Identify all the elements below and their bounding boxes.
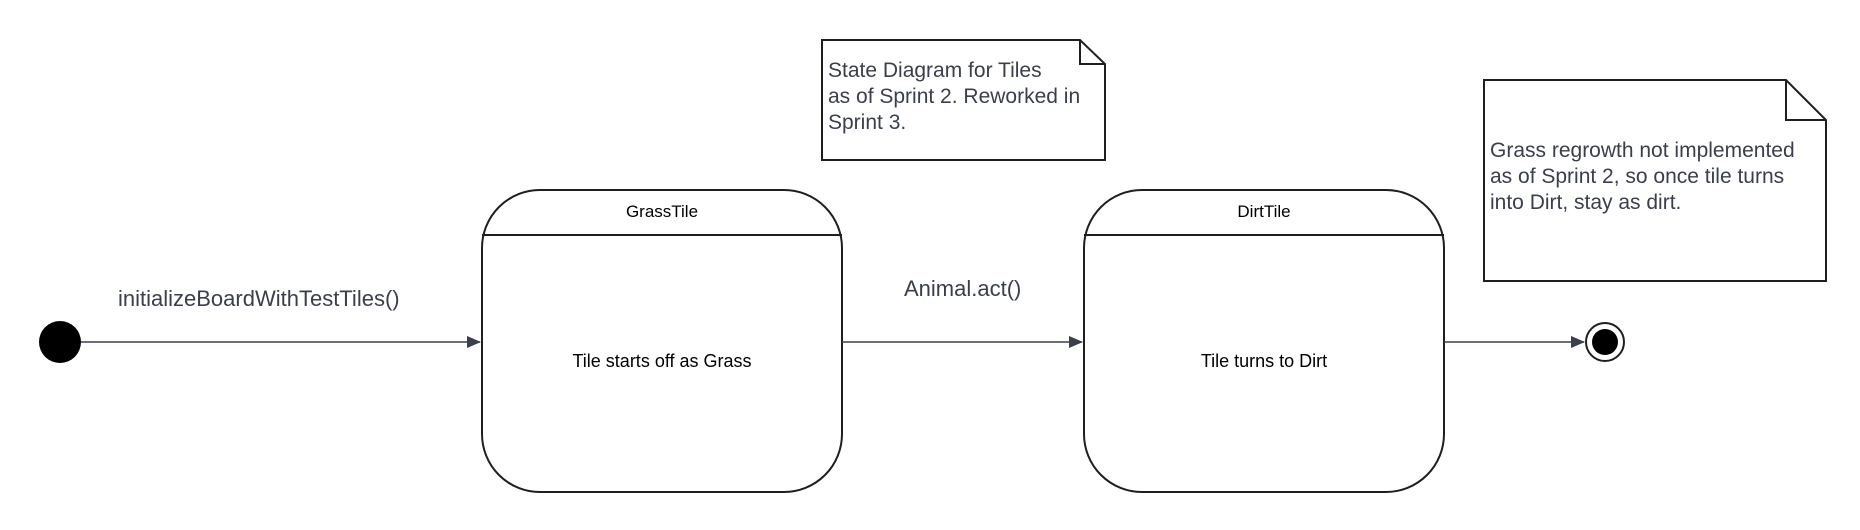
state-grass-body: Tile starts off as Grass	[572, 351, 751, 371]
note-sprint-line-2: as of Sprint 2. Reworked in	[828, 85, 1080, 108]
state-dirt-tile: DirtTile Tile turns to Dirt	[1083, 189, 1445, 493]
note-regrowth-line-1: Grass regrowth not implemented	[1490, 139, 1795, 162]
note-sprint: State Diagram for Tiles as of Sprint 2. …	[821, 39, 1106, 161]
note-regrowth-line-3: into Dirt, stay as dirt.	[1490, 191, 1681, 214]
note-sprint-line-3: Sprint 3.	[828, 111, 906, 134]
state-dirt-body: Tile turns to Dirt	[1201, 351, 1327, 371]
note-regrowth: Grass regrowth not implemented as of Spr…	[1483, 79, 1827, 282]
state-dirt-title: DirtTile	[1237, 202, 1290, 221]
initial-state	[39, 321, 81, 363]
transition-label-grass-to-dirt: Animal.act()	[904, 276, 1021, 301]
transition-label-initial-to-grass: initializeBoardWithTestTiles()	[118, 286, 400, 311]
state-grass-tile: GrassTile Tile starts off as Grass	[481, 189, 843, 493]
note-regrowth-line-2: as of Sprint 2, so once tile turns	[1490, 165, 1784, 188]
note-sprint-fold	[1079, 40, 1105, 65]
note-regrowth-fold	[1785, 80, 1826, 121]
final-state	[1585, 322, 1625, 362]
note-sprint-line-1: State Diagram for Tiles	[828, 59, 1042, 82]
state-grass-title: GrassTile	[626, 202, 698, 221]
